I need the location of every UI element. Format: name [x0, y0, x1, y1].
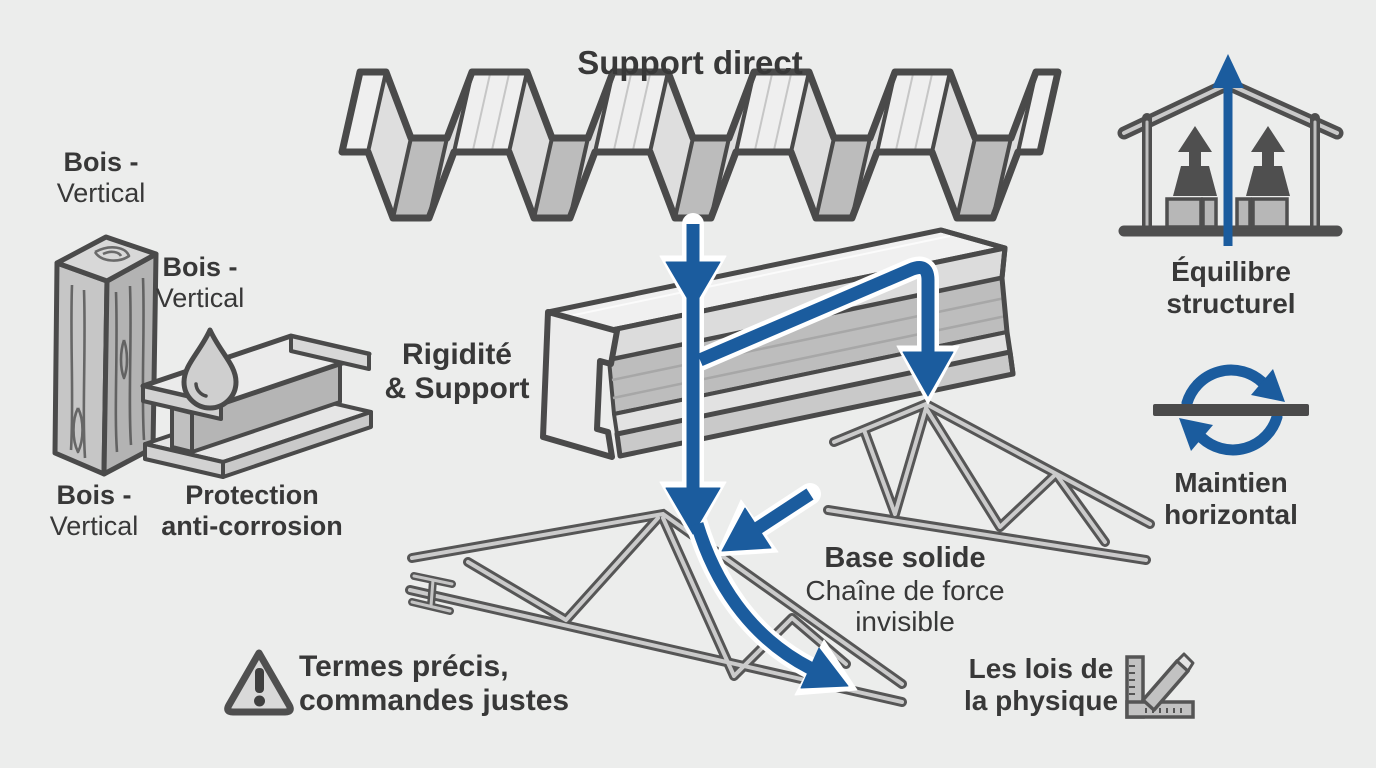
label-rigidite: Rigidité & Support: [384, 338, 530, 405]
rotation-arrows-icon: [1153, 364, 1309, 456]
i-beam: [140, 333, 373, 479]
wood-post: [52, 234, 159, 477]
equilibrium-up-arrow: [1212, 54, 1244, 246]
wood-grain: [69, 246, 146, 459]
label-bois-mid: Bois - Vertical: [155, 252, 245, 313]
load-up-arrows: [1173, 126, 1290, 196]
label-lois: Les lois de la physique: [963, 653, 1119, 716]
label-termes: Termes précis, commandes justes: [299, 650, 570, 717]
roof-truss-right: [828, 404, 1150, 560]
label-bois-top: Bois - Vertical: [56, 147, 146, 208]
exclamation-bar: [255, 668, 264, 693]
label-protection: Protection anti-corrosion: [161, 480, 343, 541]
label-equilibre: Équilibre structurel: [1166, 256, 1296, 319]
corrugated-roof-panel: [338, 68, 1062, 222]
force-flow-arrows: [659, 213, 960, 696]
label-base-solide: Base solide Chaîne de force invisible: [805, 542, 1005, 638]
warning-triangle-icon: [224, 649, 294, 716]
force-arrow-curve: [690, 522, 813, 674]
house-frame-icon: [1117, 54, 1344, 246]
foundation-blocks: [1165, 197, 1289, 229]
force-arrow-short: [754, 488, 814, 534]
horizontal-bar: [1153, 404, 1309, 416]
set-square-icon: [1125, 652, 1195, 719]
exclamation-dot: [254, 695, 265, 707]
label-maintien: Maintien horizontal: [1164, 467, 1298, 530]
label-bois-bottom: Bois - Vertical: [49, 480, 139, 541]
page-title: Support direct: [577, 44, 803, 81]
c-channel-beam: [540, 227, 1016, 460]
force-arrow-beam-diagonal: [697, 261, 935, 366]
water-drop-icon: [181, 327, 239, 411]
